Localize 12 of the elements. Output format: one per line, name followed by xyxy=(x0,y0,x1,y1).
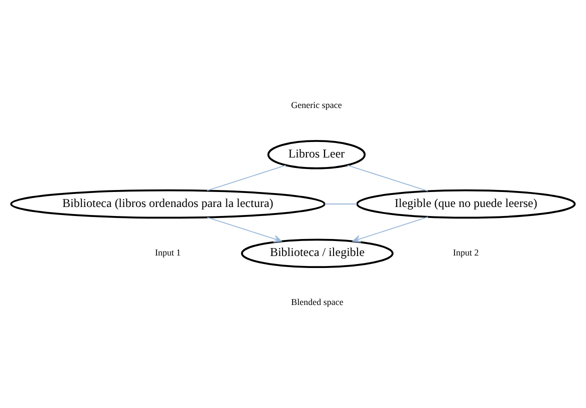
node-ellipse: Biblioteca (libros ordenados para la lectura) xyxy=(10,189,326,219)
connector xyxy=(347,164,428,192)
node-label: Blended space xyxy=(291,296,344,307)
node-label: Input 2 xyxy=(453,248,479,258)
arrow xyxy=(206,216,282,243)
node-ellipse: Biblioteca / ilegible xyxy=(241,238,394,268)
node-ellipse: Ilegible (que no puede leerse) xyxy=(356,189,576,219)
node-ellipse: Libros Leer xyxy=(267,140,366,170)
arrow xyxy=(352,216,428,243)
node-label: Generic space xyxy=(291,100,342,110)
connector xyxy=(206,164,286,192)
node-label: Input 1 xyxy=(154,248,181,258)
